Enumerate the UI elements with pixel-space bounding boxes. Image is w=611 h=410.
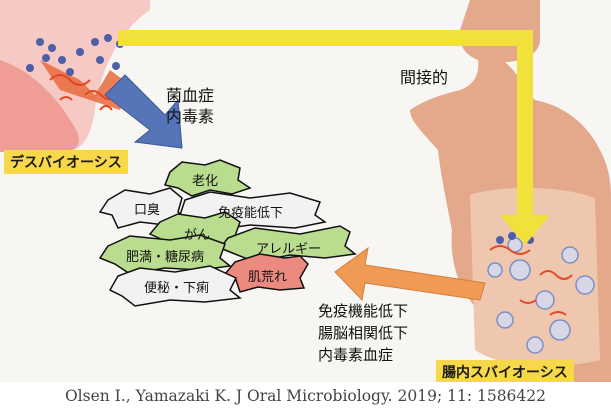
effect-line-immune: 免疫機能低下 xyxy=(318,300,408,321)
disease-label-skin: 肌荒れ xyxy=(248,266,287,285)
disease-label-aging: 老化 xyxy=(192,170,218,189)
disease-label-cancer: がん xyxy=(184,224,210,243)
disease-label-halitosis: 口臭 xyxy=(134,199,160,218)
gut-dysbiosis-tag: 腸内スバイオーシス xyxy=(436,360,574,384)
disease-label-immune-decline: 免疫能低下 xyxy=(218,202,283,221)
disease-label-obesity-diabetes: 肥満・糖尿病 xyxy=(126,246,204,265)
oral-dysbiosis-tag: デスバイオーシス xyxy=(4,150,128,174)
effect-line-gut-brain: 腸脳相関低下 xyxy=(318,322,408,343)
endotoxin-label: 内毒素 xyxy=(166,103,214,127)
citation: Olsen I., Yamazaki K. J Oral Microbiolog… xyxy=(0,382,611,410)
oral-cavity-illustration xyxy=(0,0,150,152)
disease-label-allergy: アレルギー xyxy=(256,238,321,257)
human-body-illustration xyxy=(410,0,611,382)
disease-cluster xyxy=(100,160,355,306)
indirect-label: 間接的 xyxy=(400,64,448,88)
effect-line-endotoxemia: 内毒素血症 xyxy=(318,344,393,365)
disease-label-constipation-diarrhea: 便秘・下痢 xyxy=(144,277,209,296)
